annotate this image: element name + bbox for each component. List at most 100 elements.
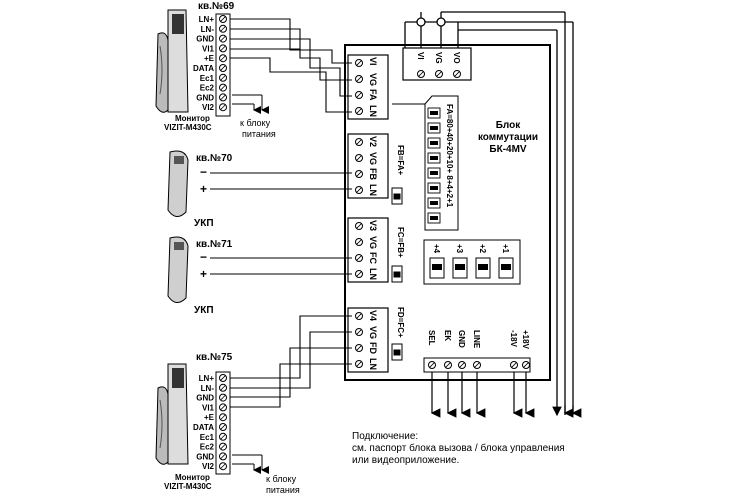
apt75-pin-label: DATA [193,423,214,432]
apt69-pin-label: GND [196,35,214,44]
apt69-device-label: Монитор [175,114,210,123]
top-terminal-label: VG [434,52,443,64]
apt69-monitor [155,9,189,113]
address-jumper-label: +3 [455,244,464,254]
apt69-pin-label: VI1 [202,44,215,53]
address-jumper-row: +4 +3 +2 +1 [423,239,521,285]
apt69-pin-label: Ec2 [200,84,215,93]
group1-label: VI [368,57,378,66]
apt69-pin-label: LN+ [199,15,215,24]
note-line-3: или видеоприложение. [352,455,459,466]
apt69-pin-label: +E [204,54,215,63]
apt75-terminal-strip [215,371,231,475]
apt75-wires [230,315,352,408]
apt75-pin-label: GND [196,452,214,461]
apt75-pin-label: LN- [201,384,215,393]
apt70-title: кв.№70 [196,153,233,164]
terminal-group-1: VI VG FA LN [347,54,389,120]
block-title-1: Блок [496,120,522,131]
fa-label: FA=80+40+20+10+ 8+4+2+1 [445,104,454,208]
address-jumper-label: +1 [501,244,510,254]
apt71-wires [210,257,352,275]
apt69-pin-label: Ec1 [200,74,215,83]
jumper-label-2: FB=FA+ [396,145,405,176]
apt69-device-model: VIZIT-M430C [164,123,212,132]
apt71-title: кв.№71 [196,239,233,250]
jumper-label-3: FC=FB+ [396,227,405,258]
group4-label: FD [368,342,378,354]
group-jumpers [391,187,403,361]
top-terminal-label: VI [416,52,425,60]
apt75-pin-label: Ec2 [200,443,215,452]
apt75-pin-label: GND [196,394,214,403]
address-jumper-label: +2 [478,244,487,254]
apt69-title: кв.№69 [198,1,235,12]
group1-label: LN [368,105,378,117]
apt69-power-note-2: питания [242,129,276,139]
block-title-3: БК-4MV [489,144,527,155]
apt75-title: кв.№75 [196,352,233,363]
group3-label: FC [368,252,378,264]
apt71-device: УКП [194,305,214,316]
apt71-minus: − [200,250,207,264]
apt70-wires [210,172,352,190]
group1-label: FA [368,89,378,101]
group3-label: VG [368,236,378,249]
group4-label: LN [368,358,378,370]
group3-label: LN [368,268,378,280]
apt70-plus: + [200,182,207,196]
group2-label: V2 [368,136,378,147]
bottom-terminal-label: -18V [509,330,518,348]
apt69-power-note-1: к блоку [240,118,271,128]
bottom-terminal-label: SEL [427,330,436,346]
bottom-terminal-label: LINE [472,330,481,349]
address-jumper-label: +4 [432,244,441,254]
group2-label: LN [368,184,378,196]
apt69-pin-label: DATA [193,64,214,73]
apt75-power-arrows [232,454,269,474]
group1-label: VG [368,73,378,86]
top-wires [404,11,574,415]
apt69-wires [230,18,352,113]
apt69-terminal-strip [215,13,231,117]
group4-label: V4 [368,310,378,321]
apt70-device: УКП [194,218,214,229]
apt75-pin-label: VI1 [202,403,215,412]
apt75-pin-label: +E [204,413,215,422]
apt75-power-note-2: питания [266,485,300,495]
bottom-terminal-label: EK [443,330,452,341]
block-title-2: коммутации [478,132,538,143]
group2-label: VG [368,152,378,165]
apt70-minus: − [200,165,207,179]
apt71-plus: + [200,267,207,281]
bottom-terminal-block: SEL EK GND LINE -18V+18V [423,330,531,373]
group3-label: V3 [368,220,378,231]
apt75-power-note-1: к блоку [266,474,297,484]
note-line-1: Подключение: [352,431,418,442]
bottom-terminal-label: GND [457,330,466,348]
note-line-2: см. паспорт блока вызова / блока управле… [352,442,565,454]
jumper-label-4: FD=FC+ [396,307,405,338]
group2-label: FB [368,168,378,180]
output-wires [430,372,582,418]
apt70-handset [167,150,189,217]
apt69-pin-label: GND [196,93,214,102]
apt69-pin-label: VI2 [202,103,215,112]
apt75-monitor [155,363,189,465]
apt69-power-arrows [232,94,269,114]
apt75-device-model: VIZIT-M430C [164,482,212,491]
apt75-device-label: Монитор [175,473,210,482]
apt75-pin-label: LN+ [199,374,215,383]
fa-address-jumpers [392,95,459,231]
apt71-handset [167,236,189,303]
apt75-pin-label: VI2 [202,462,215,471]
bottom-terminal-label: +18V [521,330,530,350]
